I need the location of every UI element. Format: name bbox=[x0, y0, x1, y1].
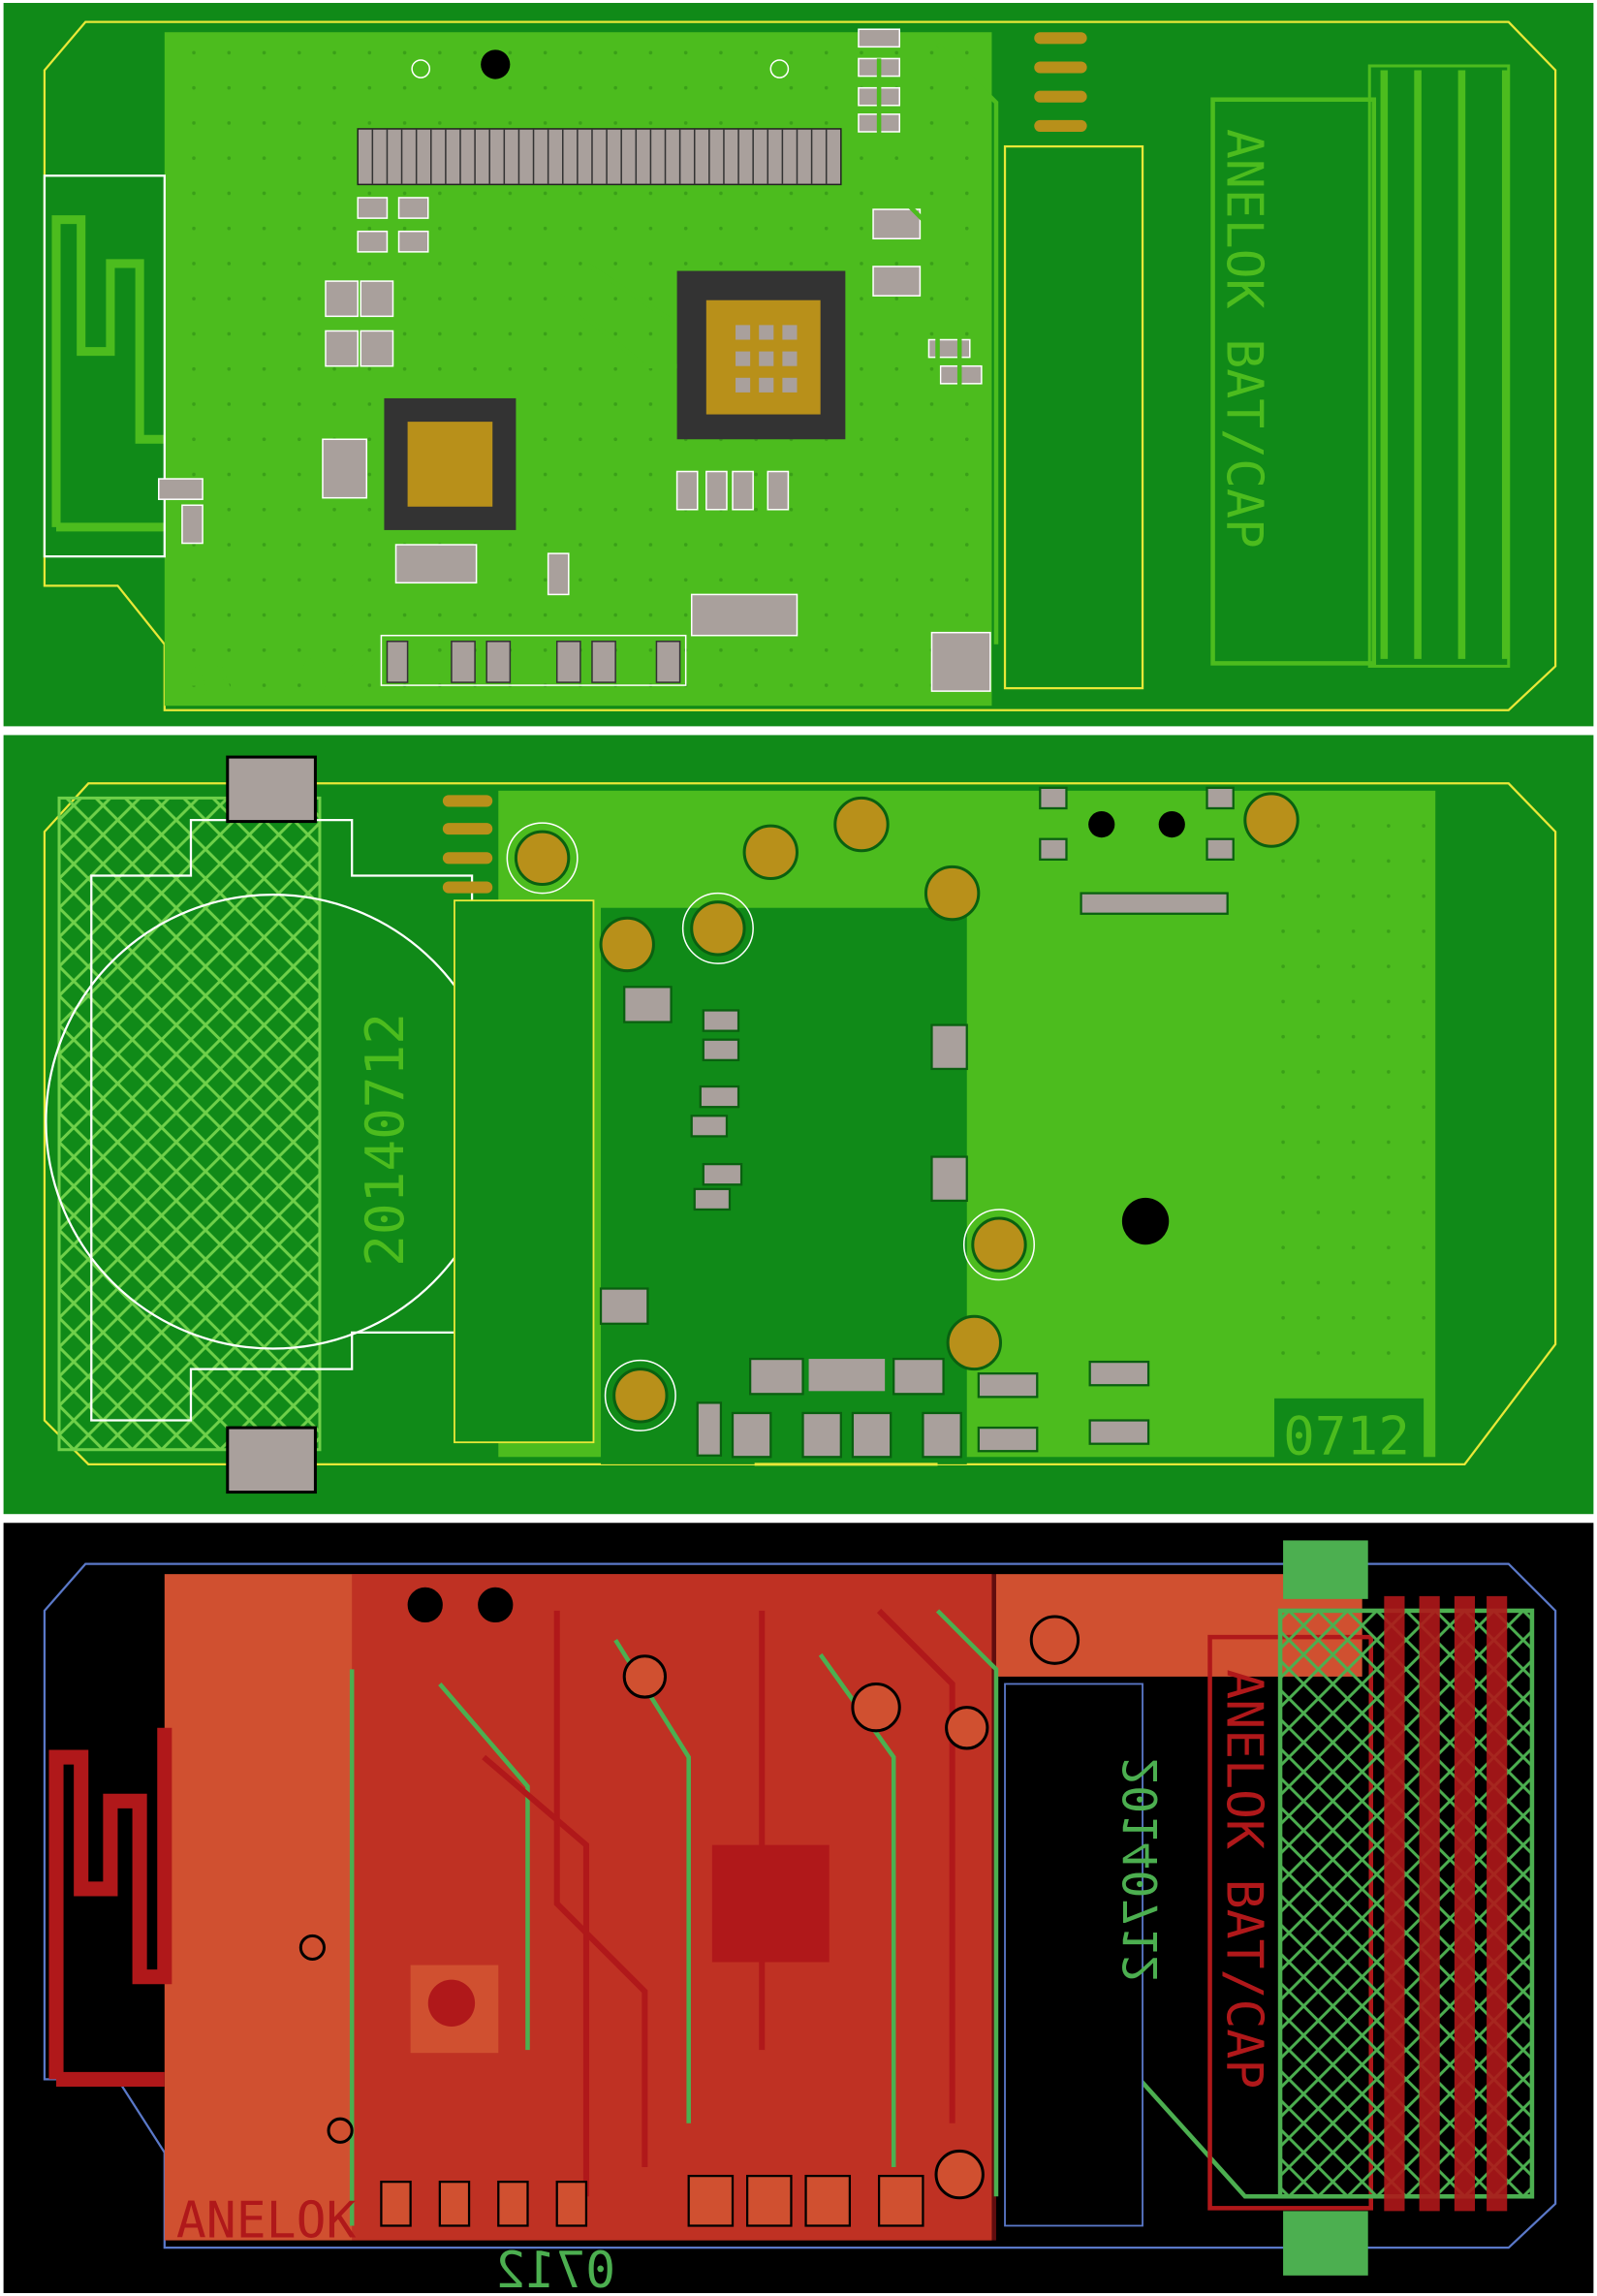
gold-fingers bbox=[442, 795, 493, 894]
board-outline bbox=[43, 1562, 1557, 2249]
top-traces bbox=[482, 1608, 955, 2197]
connector-footprint bbox=[808, 1359, 886, 1392]
mcu-chip bbox=[711, 1844, 830, 1963]
composite-layer-view: ANELOK BAT/CAP 20140712 ANELOK 0712 bbox=[3, 1523, 1594, 2296]
component-pads bbox=[380, 2174, 924, 2227]
top-layer-view: ANELOK BAT/CAP ANELOK bbox=[3, 3, 1594, 727]
battery-contact-traces bbox=[1384, 1595, 1508, 2212]
mounting-hole bbox=[1121, 1197, 1170, 1245]
bottom-layer-view: 20140712 0712 bbox=[3, 735, 1594, 1515]
battery-label: ANELOK BAT/CAP bbox=[1215, 1669, 1273, 2089]
vias bbox=[298, 1587, 1080, 2200]
mounting-hole bbox=[481, 49, 511, 79]
board-outline bbox=[43, 782, 1557, 1465]
resistor-network bbox=[380, 634, 687, 686]
battery-cutout bbox=[1003, 144, 1144, 690]
date-label: 20140712 bbox=[355, 1013, 416, 1267]
passive-components bbox=[599, 786, 1235, 1459]
battery-contact-traces bbox=[1380, 70, 1510, 659]
short-date-label-mirrored: 0712 bbox=[495, 2242, 615, 2296]
date-label-mirrored: 20140712 bbox=[1114, 1757, 1169, 1983]
signal-traces bbox=[554, 42, 999, 645]
antenna-trace bbox=[51, 215, 165, 532]
gold-fingers bbox=[1034, 32, 1087, 132]
test-points bbox=[514, 792, 1300, 1424]
fpc-connector bbox=[357, 128, 842, 186]
antenna-trace bbox=[48, 1727, 172, 2087]
short-date-label: 0712 bbox=[1283, 1405, 1410, 1466]
board-label: ANELOK bbox=[179, 650, 360, 708]
battery-label: ANELOK BAT/CAP bbox=[1215, 129, 1273, 549]
board-label: ANELOK bbox=[176, 2192, 357, 2250]
